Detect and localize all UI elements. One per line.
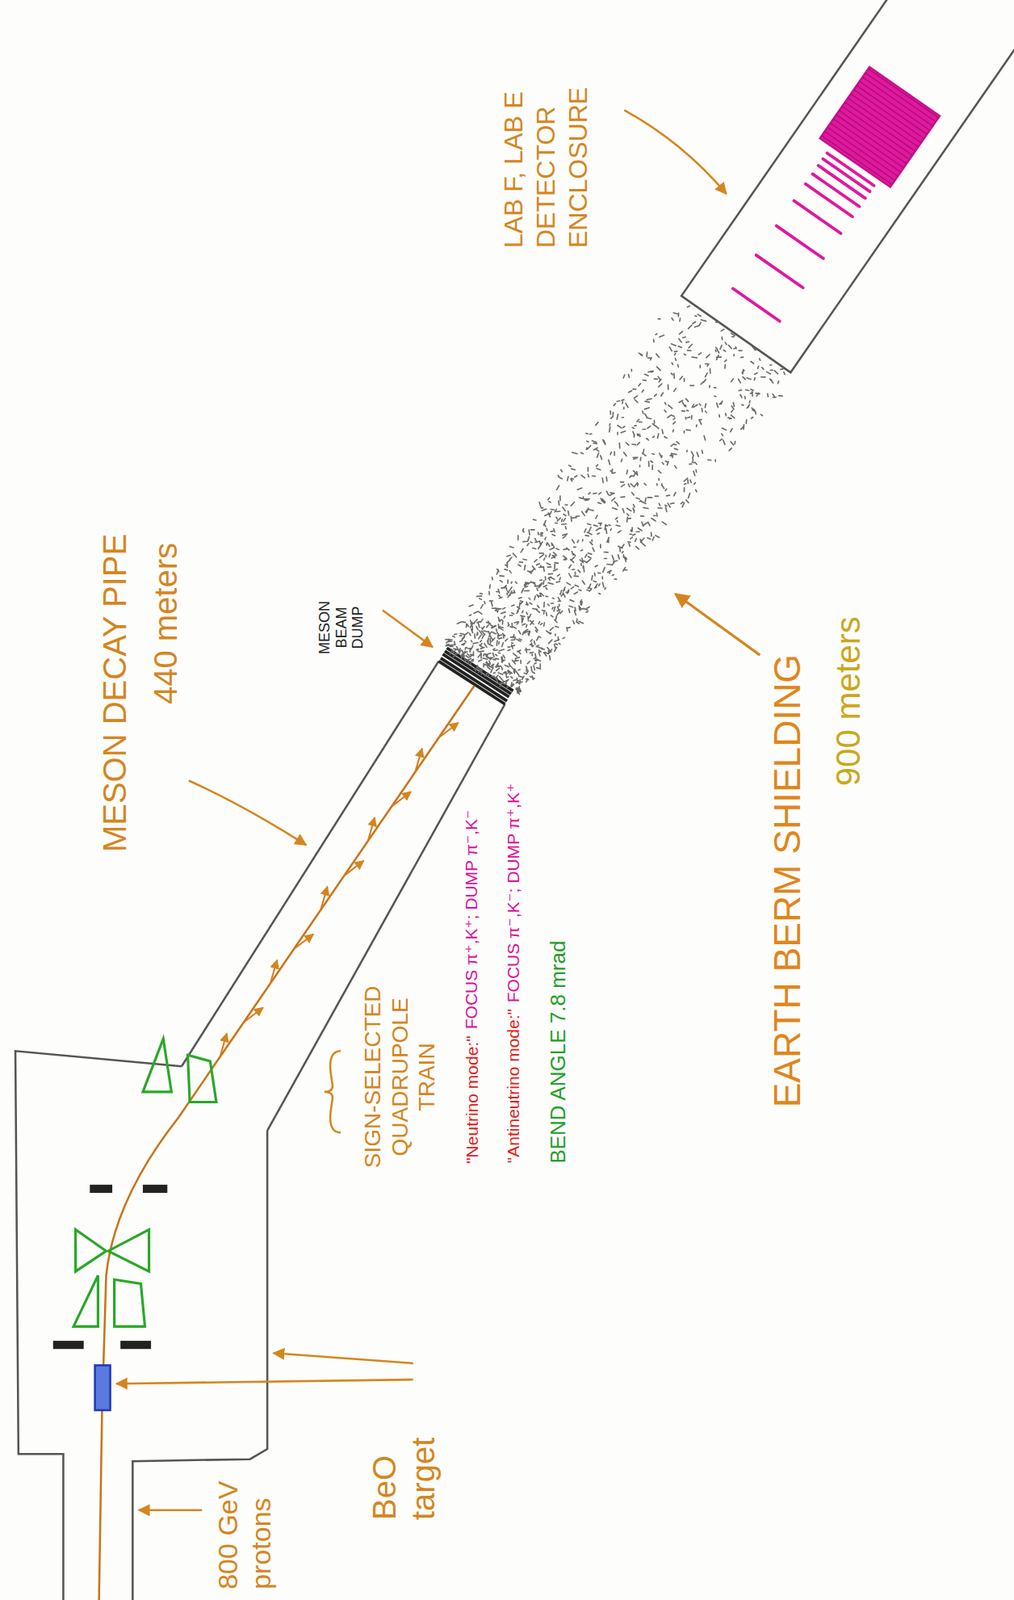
collimator-bar bbox=[142, 1184, 168, 1193]
detector-plane bbox=[805, 184, 853, 217]
pipe-label: MESON DECAY PIPE bbox=[95, 533, 135, 852]
detector-calorimeter bbox=[820, 67, 940, 187]
collimator-bar bbox=[89, 1184, 113, 1193]
quadrupole-magnet bbox=[142, 1038, 172, 1092]
detector-plane bbox=[776, 226, 824, 259]
detector-hatch bbox=[842, 106, 913, 156]
detector-hatch bbox=[838, 110, 910, 160]
detector-hatch bbox=[821, 135, 893, 185]
detector-hatch bbox=[859, 81, 931, 131]
decay-product-arrow bbox=[320, 886, 327, 910]
detector-hatch bbox=[865, 72, 936, 122]
beam-label: 800 GeV protons bbox=[211, 1475, 278, 1589]
mode-note: FOCUS π⁻,K⁻; DUMP π⁺,K⁺ bbox=[502, 783, 524, 1002]
leader-arrow bbox=[382, 610, 433, 647]
mode-name: "Antineutrino mode:" bbox=[502, 1008, 524, 1163]
detector-hatch bbox=[856, 85, 927, 135]
mode-name: "Neutrino mode:" bbox=[460, 1034, 482, 1163]
beam-dump-plate bbox=[442, 653, 509, 697]
detector-hatch bbox=[867, 68, 939, 118]
detector-hatch bbox=[836, 114, 907, 164]
bracket bbox=[324, 1050, 341, 1132]
mode-note: FOCUS π⁺,K⁺; DUMP π⁻,K⁻ bbox=[460, 809, 482, 1029]
quadrupole-magnet bbox=[73, 1274, 98, 1326]
detector-hatch bbox=[833, 118, 904, 168]
dimension: 900 meters bbox=[828, 615, 869, 786]
decay-product-arrow bbox=[368, 817, 375, 841]
decay-product-arrow bbox=[439, 722, 459, 738]
detector-hatch bbox=[827, 127, 898, 177]
quadrupole-magnet bbox=[114, 1278, 146, 1326]
decay-product-arrow bbox=[243, 1006, 264, 1022]
enclosure-label: LAB F, LAB E DETECTOR ENCLOSURE bbox=[497, 62, 595, 248]
detector-enclosure bbox=[681, 0, 1014, 373]
decay-product-arrow bbox=[293, 934, 314, 949]
detector-hatch bbox=[847, 97, 918, 147]
detector-hatch bbox=[830, 122, 901, 172]
decay-product-arrow bbox=[391, 791, 411, 806]
target-label: BeO target bbox=[364, 1398, 443, 1520]
detector-hatch bbox=[854, 89, 925, 139]
quadrupole-magnet bbox=[108, 1228, 150, 1271]
decay-product-arrow bbox=[414, 748, 422, 772]
collimator-bar bbox=[120, 1340, 151, 1349]
quadrupole-label: SIGN-SELECTED QUADRUPOLE TRAIN bbox=[359, 971, 441, 1182]
detector-hatch bbox=[862, 77, 933, 127]
earth-berm-shielding bbox=[445, 305, 785, 695]
beam-line bbox=[99, 685, 475, 1600]
detector-plane bbox=[733, 288, 780, 321]
bend-angle: BEND ANGLE 7.8 mrad bbox=[546, 940, 572, 1164]
leader-arrow bbox=[116, 1378, 414, 1383]
beo-target bbox=[95, 1364, 111, 1410]
dimension: 440 meters bbox=[146, 542, 185, 704]
detector-plane bbox=[756, 255, 804, 288]
leader-arrow bbox=[188, 779, 306, 845]
leader-arrow bbox=[674, 593, 760, 655]
decay-product-arrow bbox=[270, 959, 277, 984]
target-hall-wall bbox=[15, 1050, 182, 1600]
dump-label: MESON BEAM DUMP bbox=[316, 597, 367, 658]
detector-hatch bbox=[825, 131, 896, 181]
collimator-bar bbox=[53, 1340, 84, 1349]
leader-arrow bbox=[273, 1352, 414, 1363]
leader-arrow bbox=[138, 1508, 202, 1512]
leader-arrow bbox=[624, 109, 726, 194]
quadrupole-magnet bbox=[188, 1054, 217, 1102]
detector-plane bbox=[793, 201, 841, 234]
decay-product-arrow bbox=[343, 860, 364, 876]
detector-hatch bbox=[845, 102, 916, 152]
detector-hatch bbox=[850, 93, 922, 143]
shielding-label: EARTH BERM SHIELDING bbox=[765, 653, 810, 1107]
decay-product-arrow bbox=[219, 1032, 227, 1056]
quadrupole-magnet bbox=[75, 1228, 107, 1271]
